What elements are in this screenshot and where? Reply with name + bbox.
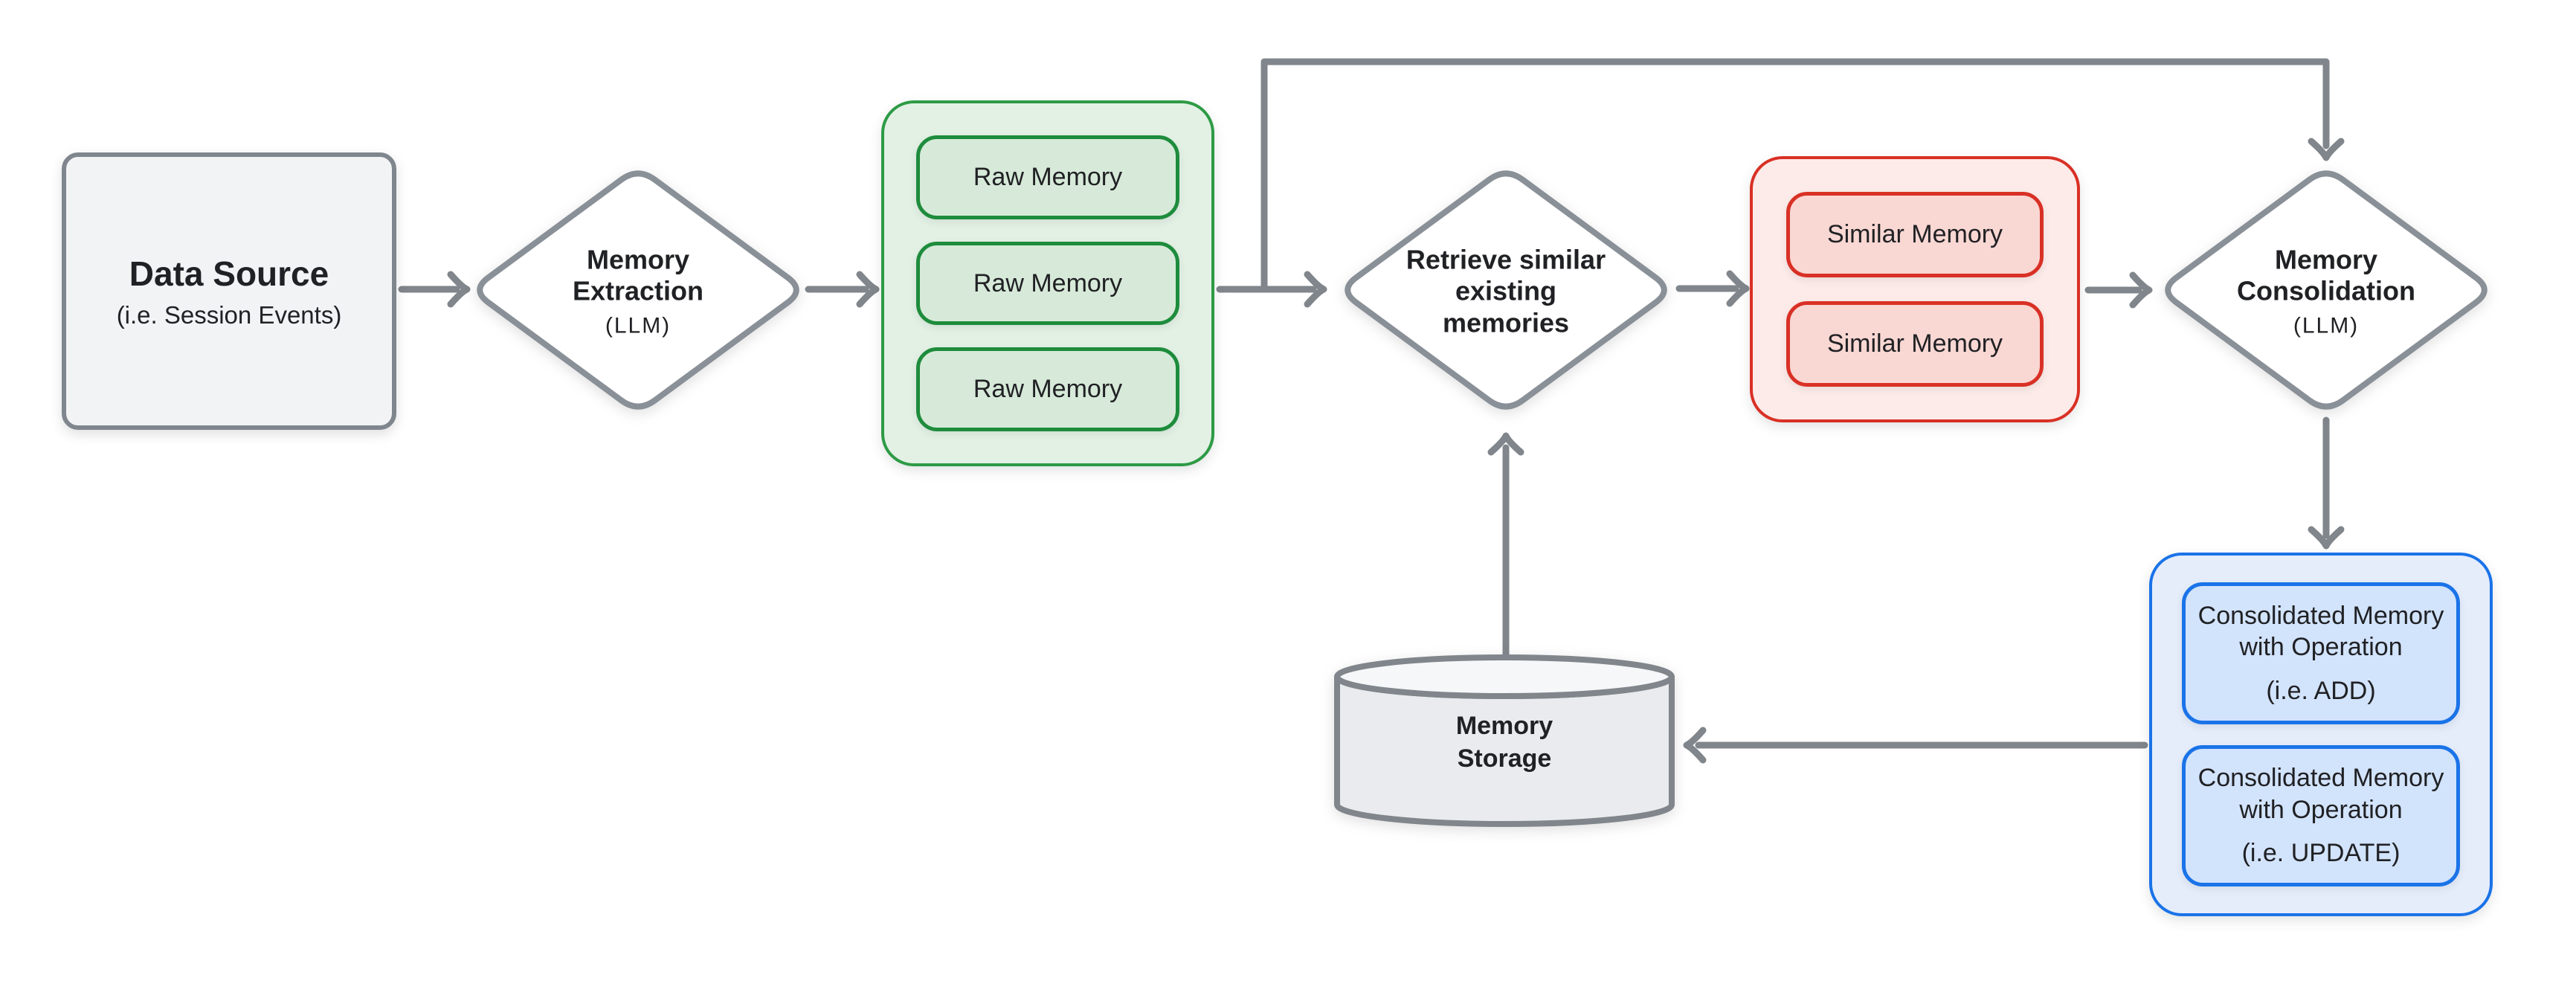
- memory-storage-cylinder: [1334, 654, 1675, 827]
- similar-memory-label: Similar Memory: [1826, 220, 2003, 249]
- arrow-datasource-to-extraction: [398, 271, 471, 308]
- raw-memory-label: Raw Memory: [973, 163, 1123, 192]
- consolidated-memory-title: Consolidated Memory with Operation: [2197, 764, 2444, 824]
- raw-memory-group: Raw Memory Raw Memory Raw Memory: [881, 100, 1214, 466]
- consolidated-memory-title: Consolidated Memory with Operation: [2197, 601, 2444, 662]
- consolidated-memory-group: Consolidated Memory with Operation (i.e.…: [2149, 553, 2493, 916]
- raw-memory-card: Raw Memory: [916, 347, 1179, 432]
- arrow-consolidated-to-storage: [1683, 727, 2148, 764]
- arrow-extraction-to-rawmemory: [805, 271, 880, 308]
- similar-memory-label: Similar Memory: [1826, 329, 2003, 358]
- arrow-storage-to-retrieve: [1487, 432, 1524, 660]
- consolidated-memory-operation: (i.e. UPDATE): [2241, 839, 2400, 867]
- arrow-rawmemory-to-consolidation-feedback: [1260, 58, 2345, 293]
- consolidated-memory-card: Consolidated Memory with Operation (i.e.…: [2182, 582, 2460, 724]
- raw-memory-card: Raw Memory: [916, 135, 1179, 219]
- data-source-subtitle: (i.e. Session Events): [116, 300, 342, 329]
- node-data-source: Data Source (i.e. Session Events): [62, 152, 396, 430]
- arrow-rawmemory-to-retrieve: [1216, 271, 1327, 308]
- similar-memory-group: Similar Memory Similar Memory: [1750, 156, 2080, 422]
- memory-consolidation-diamond: [2165, 170, 2488, 410]
- retrieve-memories-diamond: [1345, 170, 1667, 410]
- arrow-consolidation-to-consolidated: [2308, 416, 2345, 550]
- raw-memory-card: Raw Memory: [916, 241, 1179, 326]
- similar-memory-card: Similar Memory: [1786, 192, 2044, 277]
- consolidated-memory-card: Consolidated Memory with Operation (i.e.…: [2182, 744, 2460, 886]
- cylinder-top: [1334, 654, 1675, 699]
- arrow-retrieve-to-similarmemory: [1675, 270, 1750, 307]
- memory-extraction-diamond: [477, 170, 799, 410]
- raw-memory-label: Raw Memory: [973, 268, 1123, 297]
- raw-memory-label: Raw Memory: [973, 375, 1123, 404]
- arrow-similarmemory-to-consolidation: [2084, 271, 2153, 309]
- consolidated-memory-operation: (i.e. ADD): [2266, 676, 2376, 705]
- data-source-title: Data Source: [129, 254, 329, 293]
- similar-memory-card: Similar Memory: [1786, 301, 2044, 387]
